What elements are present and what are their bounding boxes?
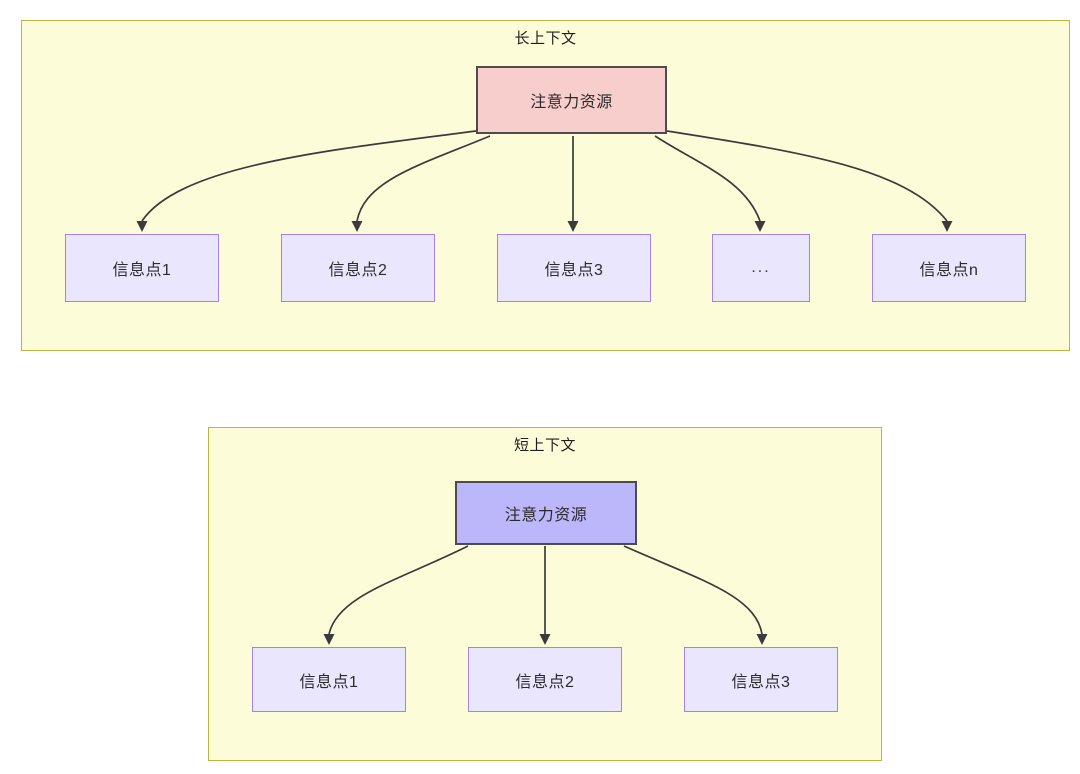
node-info-point-1[interactable]: 信息点1 [65, 234, 219, 302]
node-short-info-point-2[interactable]: 信息点2 [468, 647, 622, 712]
node-info-point-2-label: 信息点2 [328, 262, 388, 279]
node-attention-resource-long[interactable]: 注意力资源 [476, 66, 667, 134]
node-short-info-point-1[interactable]: 信息点1 [252, 647, 406, 712]
node-info-point-3[interactable]: 信息点3 [497, 234, 651, 302]
node-info-point-2[interactable]: 信息点2 [281, 234, 435, 302]
group-long-context-title: 长上下文 [514, 30, 577, 47]
node-info-point-ellipsis[interactable]: ... [712, 234, 810, 302]
node-short-info-point-3-label: 信息点3 [731, 673, 791, 691]
node-info-point-n-label: 信息点n [919, 262, 979, 279]
node-info-point-1-label: 信息点1 [112, 262, 172, 279]
node-short-info-point-2-label: 信息点2 [515, 673, 575, 691]
node-attention-resource-short-label: 注意力资源 [504, 507, 588, 524]
node-info-point-3-label: 信息点3 [544, 262, 604, 279]
node-short-info-point-3[interactable]: 信息点3 [684, 647, 838, 712]
node-info-point-n[interactable]: 信息点n [872, 234, 1026, 302]
node-attention-resource-short[interactable]: 注意力资源 [455, 481, 637, 545]
node-short-info-point-1-label: 信息点1 [299, 673, 359, 691]
group-short-context-title: 短上下文 [513, 437, 576, 454]
node-info-point-ellipsis-label: ... [751, 259, 771, 276]
node-attention-resource-long-label: 注意力资源 [530, 94, 613, 111]
